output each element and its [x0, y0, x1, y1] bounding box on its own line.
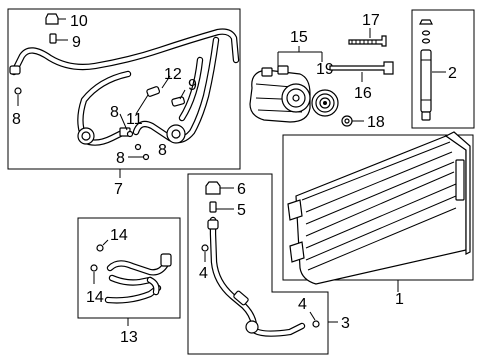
callout-14a: 14: [110, 227, 128, 244]
hose-fitting-13: [160, 253, 172, 267]
callout-17: 17: [362, 12, 380, 29]
condenser-core: [295, 135, 467, 285]
group-2-frame: [411, 9, 475, 129]
callout-8d: 8: [116, 150, 125, 167]
callout-2: 2: [448, 65, 457, 82]
group-1-condenser: 1: [282, 131, 474, 308]
group-3-frame: [187, 173, 329, 355]
callout-3: 3: [341, 315, 350, 332]
callout-9b: 9: [188, 77, 197, 94]
cap-icon-6: [205, 181, 221, 195]
callout-6: 6: [237, 181, 246, 198]
drier-cartridge: [420, 49, 432, 113]
valve-fitting-9: [171, 96, 185, 107]
o-ring-icon-4a: [201, 244, 209, 252]
group-1-frame: [282, 134, 474, 281]
callout-18: 18: [367, 114, 385, 131]
callout-15: 15: [290, 29, 308, 46]
callout-1: 1: [395, 291, 404, 308]
valve-fitting-11: [146, 86, 161, 97]
callout-16: 16: [354, 85, 372, 102]
compressor-assembly: 15 19 18: [249, 29, 385, 131]
group-2-drier: 2: [411, 9, 475, 129]
group-13-frame: [77, 217, 181, 319]
callout-11: 11: [126, 111, 143, 128]
valve-core-icon-9: [49, 33, 57, 44]
group-13-hose: 14 14: [77, 217, 181, 319]
callout-19: 19: [316, 61, 334, 78]
callout-8a: 8: [12, 111, 21, 128]
group-7-frame: [7, 8, 241, 170]
o-ring-icon-14b: [90, 264, 98, 272]
o-ring-icon-8d: [142, 153, 150, 161]
callout-13: 13: [120, 329, 138, 346]
group-7-hose-assembly: 10 9 8 8 11 12 9 8 8: [7, 8, 241, 170]
callout-12: 12: [164, 66, 182, 83]
o-ring-icon-8a: [14, 87, 22, 95]
line-coupler: [245, 320, 259, 334]
bolt-16: [329, 61, 394, 75]
o-ring-icon-8c: [134, 143, 142, 151]
callout-4a: 4: [199, 265, 208, 282]
callout-14b: 14: [86, 289, 104, 306]
callout-9a: 9: [72, 34, 81, 51]
callout-4b: 4: [298, 296, 307, 313]
o-ring-icon-4b: [312, 320, 320, 328]
callout-7: 7: [114, 181, 123, 198]
o-ring-icon-8b: [126, 130, 134, 138]
valve-core-icon-5: [209, 201, 217, 213]
cap-icon-10: [45, 13, 59, 25]
callout-5: 5: [237, 202, 246, 219]
bolts-group: 17 16: [329, 12, 394, 102]
group-3-liquid-line: 6 5 4 4 3: [187, 173, 350, 355]
callout-8b: 8: [110, 104, 119, 121]
o-ring-icon-14a: [96, 244, 104, 252]
callout-10: 10: [70, 13, 88, 30]
callout-8c: 8: [158, 142, 167, 159]
